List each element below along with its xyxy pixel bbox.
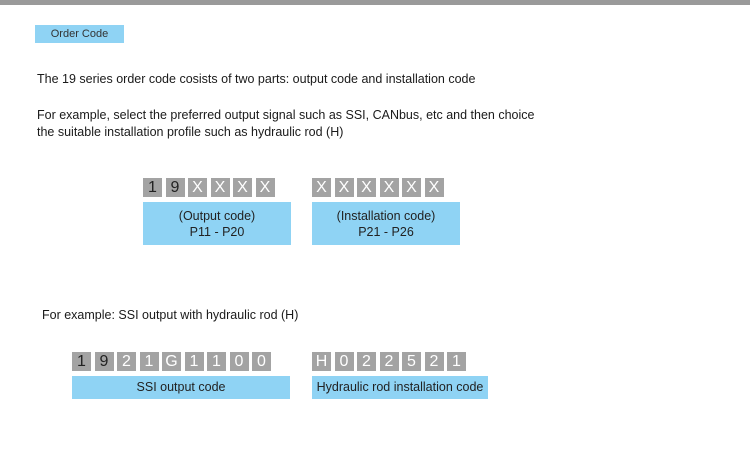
- hydraulic-install-code-label: Hydraulic rod installation code: [312, 376, 488, 399]
- digit-cell: 0: [229, 352, 249, 371]
- install-code-box: (Installation code) P21 - P26: [312, 202, 460, 245]
- digit-cell: 1: [207, 352, 226, 371]
- intro-line-1: The 19 series order code cosists of two …: [37, 72, 476, 86]
- digit-cell: 9: [165, 178, 185, 197]
- digit-cell: 2: [379, 352, 399, 371]
- digit-cell: X: [379, 178, 399, 197]
- intro-line-3: the suitable installation profile such a…: [37, 125, 344, 139]
- digit-cell: 1: [72, 352, 91, 371]
- digit-cell: X: [402, 178, 421, 197]
- output-code-range: P11 - P20: [189, 225, 245, 239]
- digit-cell: 2: [117, 352, 136, 371]
- install-code-range: P21 - P26: [358, 225, 414, 239]
- output-code-title: (Output code): [178, 209, 256, 223]
- digit-cell: 0: [252, 352, 271, 371]
- digit-cell: 5: [402, 352, 421, 371]
- digit-cell: X: [334, 178, 354, 197]
- install-code-title: (Installation code): [336, 209, 436, 223]
- template-install-digits: X X X X X X: [312, 178, 447, 197]
- digit-cell: X: [233, 178, 252, 197]
- digit-cell: 1: [139, 352, 159, 371]
- digit-cell: X: [188, 178, 207, 197]
- output-code-box: (Output code) P11 - P20: [143, 202, 291, 245]
- digit-cell: X: [210, 178, 230, 197]
- intro-line-2: For example, select the preferred output…: [37, 108, 535, 122]
- digit-cell: X: [424, 178, 444, 197]
- digit-cell: X: [255, 178, 275, 197]
- example-install-digits: H 0 2 2 5 2 1: [312, 352, 470, 371]
- digit-cell: 2: [357, 352, 376, 371]
- template-output-digits: 1 9 X X X X: [143, 178, 278, 197]
- ssi-output-code-label: SSI output code: [72, 376, 290, 399]
- digit-cell: X: [357, 178, 376, 197]
- example-output-digits: 1 9 2 1 G 1 1 0 0: [72, 352, 275, 371]
- digit-cell: H: [312, 352, 331, 371]
- digit-cell: 2: [424, 352, 444, 371]
- top-bar: [0, 0, 750, 5]
- example-title: For example: SSI output with hydraulic r…: [42, 308, 299, 322]
- digit-cell: X: [312, 178, 331, 197]
- order-code-tag: Order Code: [35, 25, 124, 43]
- digit-cell: 9: [94, 352, 114, 371]
- digit-cell: G: [162, 352, 181, 371]
- digit-cell: 0: [334, 352, 354, 371]
- digit-cell: 1: [143, 178, 162, 197]
- digit-cell: 1: [184, 352, 204, 371]
- digit-cell: 1: [447, 352, 466, 371]
